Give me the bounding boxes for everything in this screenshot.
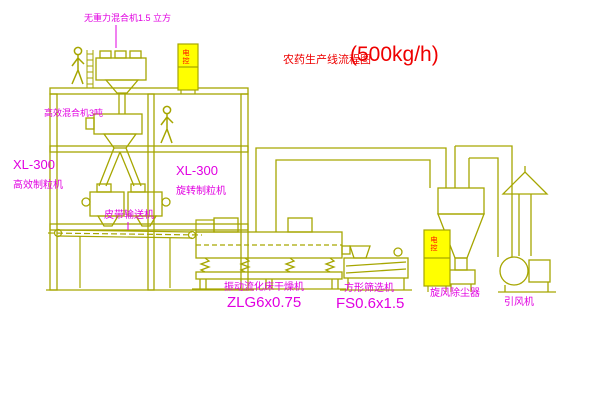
ladder bbox=[86, 50, 94, 88]
control-cabinet-top-text: 电控 bbox=[182, 49, 189, 65]
control-cabinet-right-text: 电控 bbox=[430, 236, 437, 252]
label-dryer-name: 振动流化床干燥机 bbox=[224, 282, 304, 293]
label-mid-mixer: 高效混合机3吨 bbox=[44, 108, 104, 118]
label-top-mixer: 无重力混合机1.5 立方 bbox=[84, 13, 172, 23]
worker-figure-top bbox=[71, 46, 85, 85]
label-sieve-name: 方形筛选机 bbox=[344, 283, 394, 294]
dryer-exhaust-duct bbox=[255, 147, 447, 232]
worker-figure-mid bbox=[160, 105, 174, 144]
square-sieve-machine bbox=[340, 245, 412, 291]
label-cyclone: 旋风除尘器 bbox=[430, 288, 480, 299]
label-sieve-model: FS0.6x1.5 bbox=[336, 295, 405, 312]
control-cabinet-top bbox=[177, 43, 199, 94]
cyclone-outlet-duct bbox=[455, 145, 513, 257]
granulator-left-machine bbox=[81, 183, 125, 227]
mid-mixer-machine bbox=[85, 113, 143, 187]
fluid-bed-dryer-machine bbox=[192, 217, 351, 290]
induced-draft-fan-machine bbox=[498, 256, 556, 293]
label-fan: 引风机 bbox=[504, 297, 534, 308]
control-cabinet-right bbox=[423, 229, 451, 292]
top-mixer-machine bbox=[95, 50, 147, 114]
label-granulator-right-model: XL-300 bbox=[176, 163, 218, 178]
label-granulator-left-name: 高效制粒机 bbox=[13, 180, 63, 191]
label-granulator-right-name: 旋转制粒机 bbox=[176, 186, 226, 197]
exhaust-stack bbox=[501, 166, 549, 256]
label-belt-conveyor: 皮带输送机 bbox=[104, 210, 154, 221]
diagram-title: 农药生产线流程图 bbox=[283, 54, 371, 66]
label-leader-lines bbox=[115, 25, 129, 230]
granulator-right-machine bbox=[127, 183, 171, 227]
label-granulator-left-model: XL-300 bbox=[13, 157, 55, 172]
diagram-capacity: (500kg/h) bbox=[350, 43, 439, 66]
label-dryer-model: ZLG6x0.75 bbox=[227, 294, 302, 311]
